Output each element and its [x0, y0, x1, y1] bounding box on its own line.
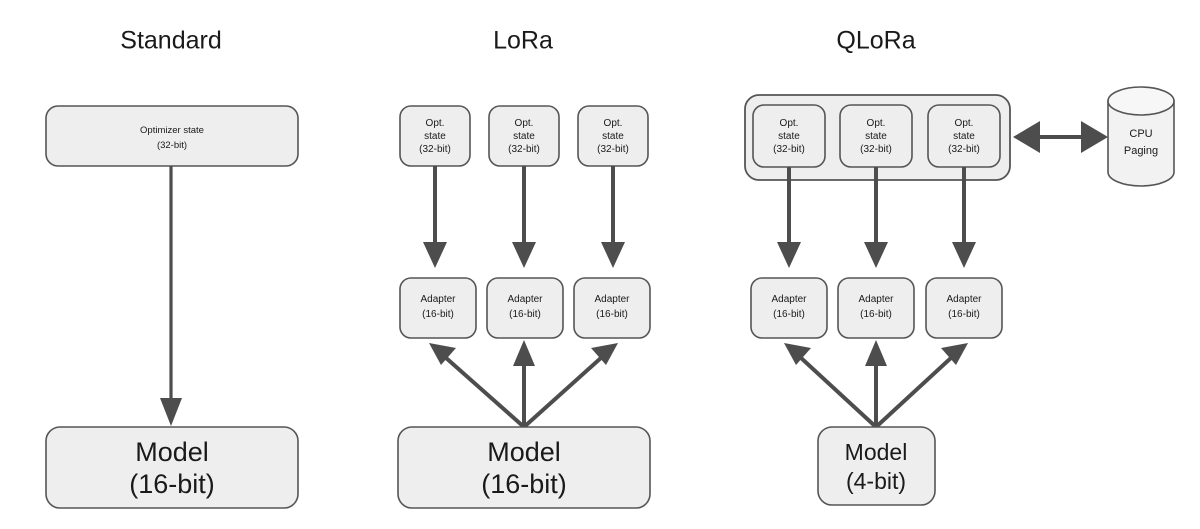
qlora-adapter-rect-3 [925, 277, 1003, 339]
lora-adapter-rect-1 [399, 277, 477, 339]
standard-model-line1: Model [135, 437, 209, 467]
standard-model-box[interactable]: Model (16-bit) [45, 426, 299, 509]
lora-optimizer-state-1-line2: state [424, 131, 446, 142]
column-title-standard: Standard [120, 27, 221, 55]
qlora-optimizer-state-2-line3: (32-bit) [860, 144, 892, 155]
qlora-optimizer-state-3-line2: state [953, 131, 975, 142]
qlora-optimizer-state-2-line1: Opt. [867, 118, 886, 129]
cpu-paging-line1: CPU [1129, 128, 1152, 140]
lora-adapter-3-line1: Adapter [594, 294, 630, 305]
lora-adapter-box-1[interactable]: Adapter (16-bit) [399, 277, 477, 339]
lora-optimizer-state-2-line1: Opt. [515, 118, 534, 129]
qlora-model-line2: (4-bit) [846, 468, 906, 494]
qlora-optimizer-state-box-3[interactable]: Opt. state (32-bit) [927, 104, 1001, 168]
lora-optimizer-state-3-line1: Opt. [604, 118, 623, 129]
qlora-adapter-rect-2 [837, 277, 915, 339]
standard-model-line2: (16-bit) [129, 469, 215, 499]
cpu-paging-cylinder-body [1107, 100, 1175, 187]
qlora-arrow-opt2-to-adapter2 [864, 167, 888, 268]
lora-optimizer-state-3-line2: state [602, 131, 624, 142]
lora-optimizer-state-box-2[interactable]: Opt. state (32-bit) [488, 105, 560, 167]
qlora-optimizer-state-3-line3: (32-bit) [948, 144, 980, 155]
lora-arrow-opt2-to-adapter2 [512, 166, 536, 268]
qlora-adapter-box-1[interactable]: Adapter (16-bit) [750, 277, 828, 339]
lora-model-rect [397, 426, 651, 509]
lora-adapter-box-3[interactable]: Adapter (16-bit) [573, 277, 651, 339]
lora-adapter-box-2[interactable]: Adapter (16-bit) [486, 277, 564, 339]
qlora-adapter-2-line1: Adapter [858, 294, 894, 305]
lora-adapter-2-line2: (16-bit) [509, 309, 541, 320]
cpu-paging-storage-cylinder[interactable]: CPU Paging [1107, 86, 1175, 187]
qlora-adapter-1-line1: Adapter [771, 294, 807, 305]
qlora-model-box[interactable]: Model (4-bit) [817, 426, 936, 506]
cpu-paging-line2: Paging [1124, 145, 1158, 157]
standard-model-rect [45, 426, 299, 509]
lora-optimizer-state-1-line1: Opt. [426, 118, 445, 129]
lora-model-box[interactable]: Model (16-bit) [397, 426, 651, 509]
lora-optimizer-state-2-line3: (32-bit) [508, 144, 540, 155]
lora-adapter-rect-3 [573, 277, 651, 339]
qlora-adapter-rect-1 [750, 277, 828, 339]
standard-column: Optimizer state (32-bit) Model (16-bit) [45, 105, 299, 509]
lora-adapter-rect-2 [486, 277, 564, 339]
qlora-optimizer-state-box-2[interactable]: Opt. state (32-bit) [839, 104, 913, 168]
qlora-model-line1: Model [845, 439, 908, 465]
lora-adapter-2-line1: Adapter [507, 294, 543, 305]
lora-arrow-model-to-adapter2 [513, 340, 535, 427]
qlora-arrow-model-to-adapter3 [874, 343, 968, 429]
qlora-adapter-3-line1: Adapter [946, 294, 982, 305]
qlora-arrow-model-to-adapter1 [784, 343, 878, 429]
qlora-column: Opt. state (32-bit) Opt. state (32-bit) … [744, 86, 1175, 506]
qlora-optimizer-state-1-line2: state [778, 131, 800, 142]
lora-adapter-3-line2: (16-bit) [596, 309, 628, 320]
lora-arrow-opt1-to-adapter1 [423, 166, 447, 268]
column-title-qlora: QLoRa [836, 27, 915, 55]
qlora-model-rect [817, 426, 936, 506]
standard-optimizer-state-line1: Optimizer state [140, 125, 204, 136]
qlora-optimizer-state-1-line3: (32-bit) [773, 144, 805, 155]
qlora-adapter-3-line2: (16-bit) [948, 309, 980, 320]
lora-optimizer-state-2-line2: state [513, 131, 535, 142]
qlora-arrow-model-to-adapter2 [865, 340, 887, 427]
lora-adapter-1-line1: Adapter [420, 294, 456, 305]
qlora-optimizer-state-box-1[interactable]: Opt. state (32-bit) [752, 104, 826, 168]
qlora-adapter-box-2[interactable]: Adapter (16-bit) [837, 277, 915, 339]
lora-optimizer-state-box-3[interactable]: Opt. state (32-bit) [577, 105, 649, 167]
lora-arrow-opt3-to-adapter3 [601, 166, 625, 268]
qlora-adapter-box-3[interactable]: Adapter (16-bit) [925, 277, 1003, 339]
column-title-lora: LoRa [493, 27, 553, 55]
standard-optimizer-state-line2: (32-bit) [157, 140, 187, 151]
qlora-arrow-opt1-to-adapter1 [777, 167, 801, 268]
qlora-optimizer-state-2-line2: state [865, 131, 887, 142]
lora-model-line2: (16-bit) [481, 469, 567, 499]
lora-model-line1: Model [487, 437, 561, 467]
lora-column: Opt. state (32-bit) Opt. state (32-bit) … [397, 105, 651, 509]
qlora-cpu-paging-bidirectional-arrow [1013, 121, 1108, 153]
lora-adapter-1-line2: (16-bit) [422, 309, 454, 320]
lora-arrow-model-to-adapter3 [522, 343, 618, 429]
lora-optimizer-state-box-1[interactable]: Opt. state (32-bit) [399, 105, 471, 167]
qlora-adapter-1-line2: (16-bit) [773, 309, 805, 320]
standard-arrow-optimizer-to-model [160, 166, 182, 426]
lora-optimizer-state-3-line3: (32-bit) [597, 144, 629, 155]
qlora-optimizer-state-1-line1: Opt. [780, 118, 799, 129]
qlora-adapter-2-line2: (16-bit) [860, 309, 892, 320]
standard-optimizer-state-rect [45, 105, 299, 167]
qlora-arrow-opt3-to-adapter3 [952, 167, 976, 268]
standard-optimizer-state-box[interactable]: Optimizer state (32-bit) [45, 105, 299, 167]
lora-arrow-model-to-adapter1 [429, 343, 526, 429]
cpu-paging-cylinder-top [1107, 86, 1175, 116]
lora-optimizer-state-1-line3: (32-bit) [419, 144, 451, 155]
qlora-optimizer-state-3-line1: Opt. [955, 118, 974, 129]
